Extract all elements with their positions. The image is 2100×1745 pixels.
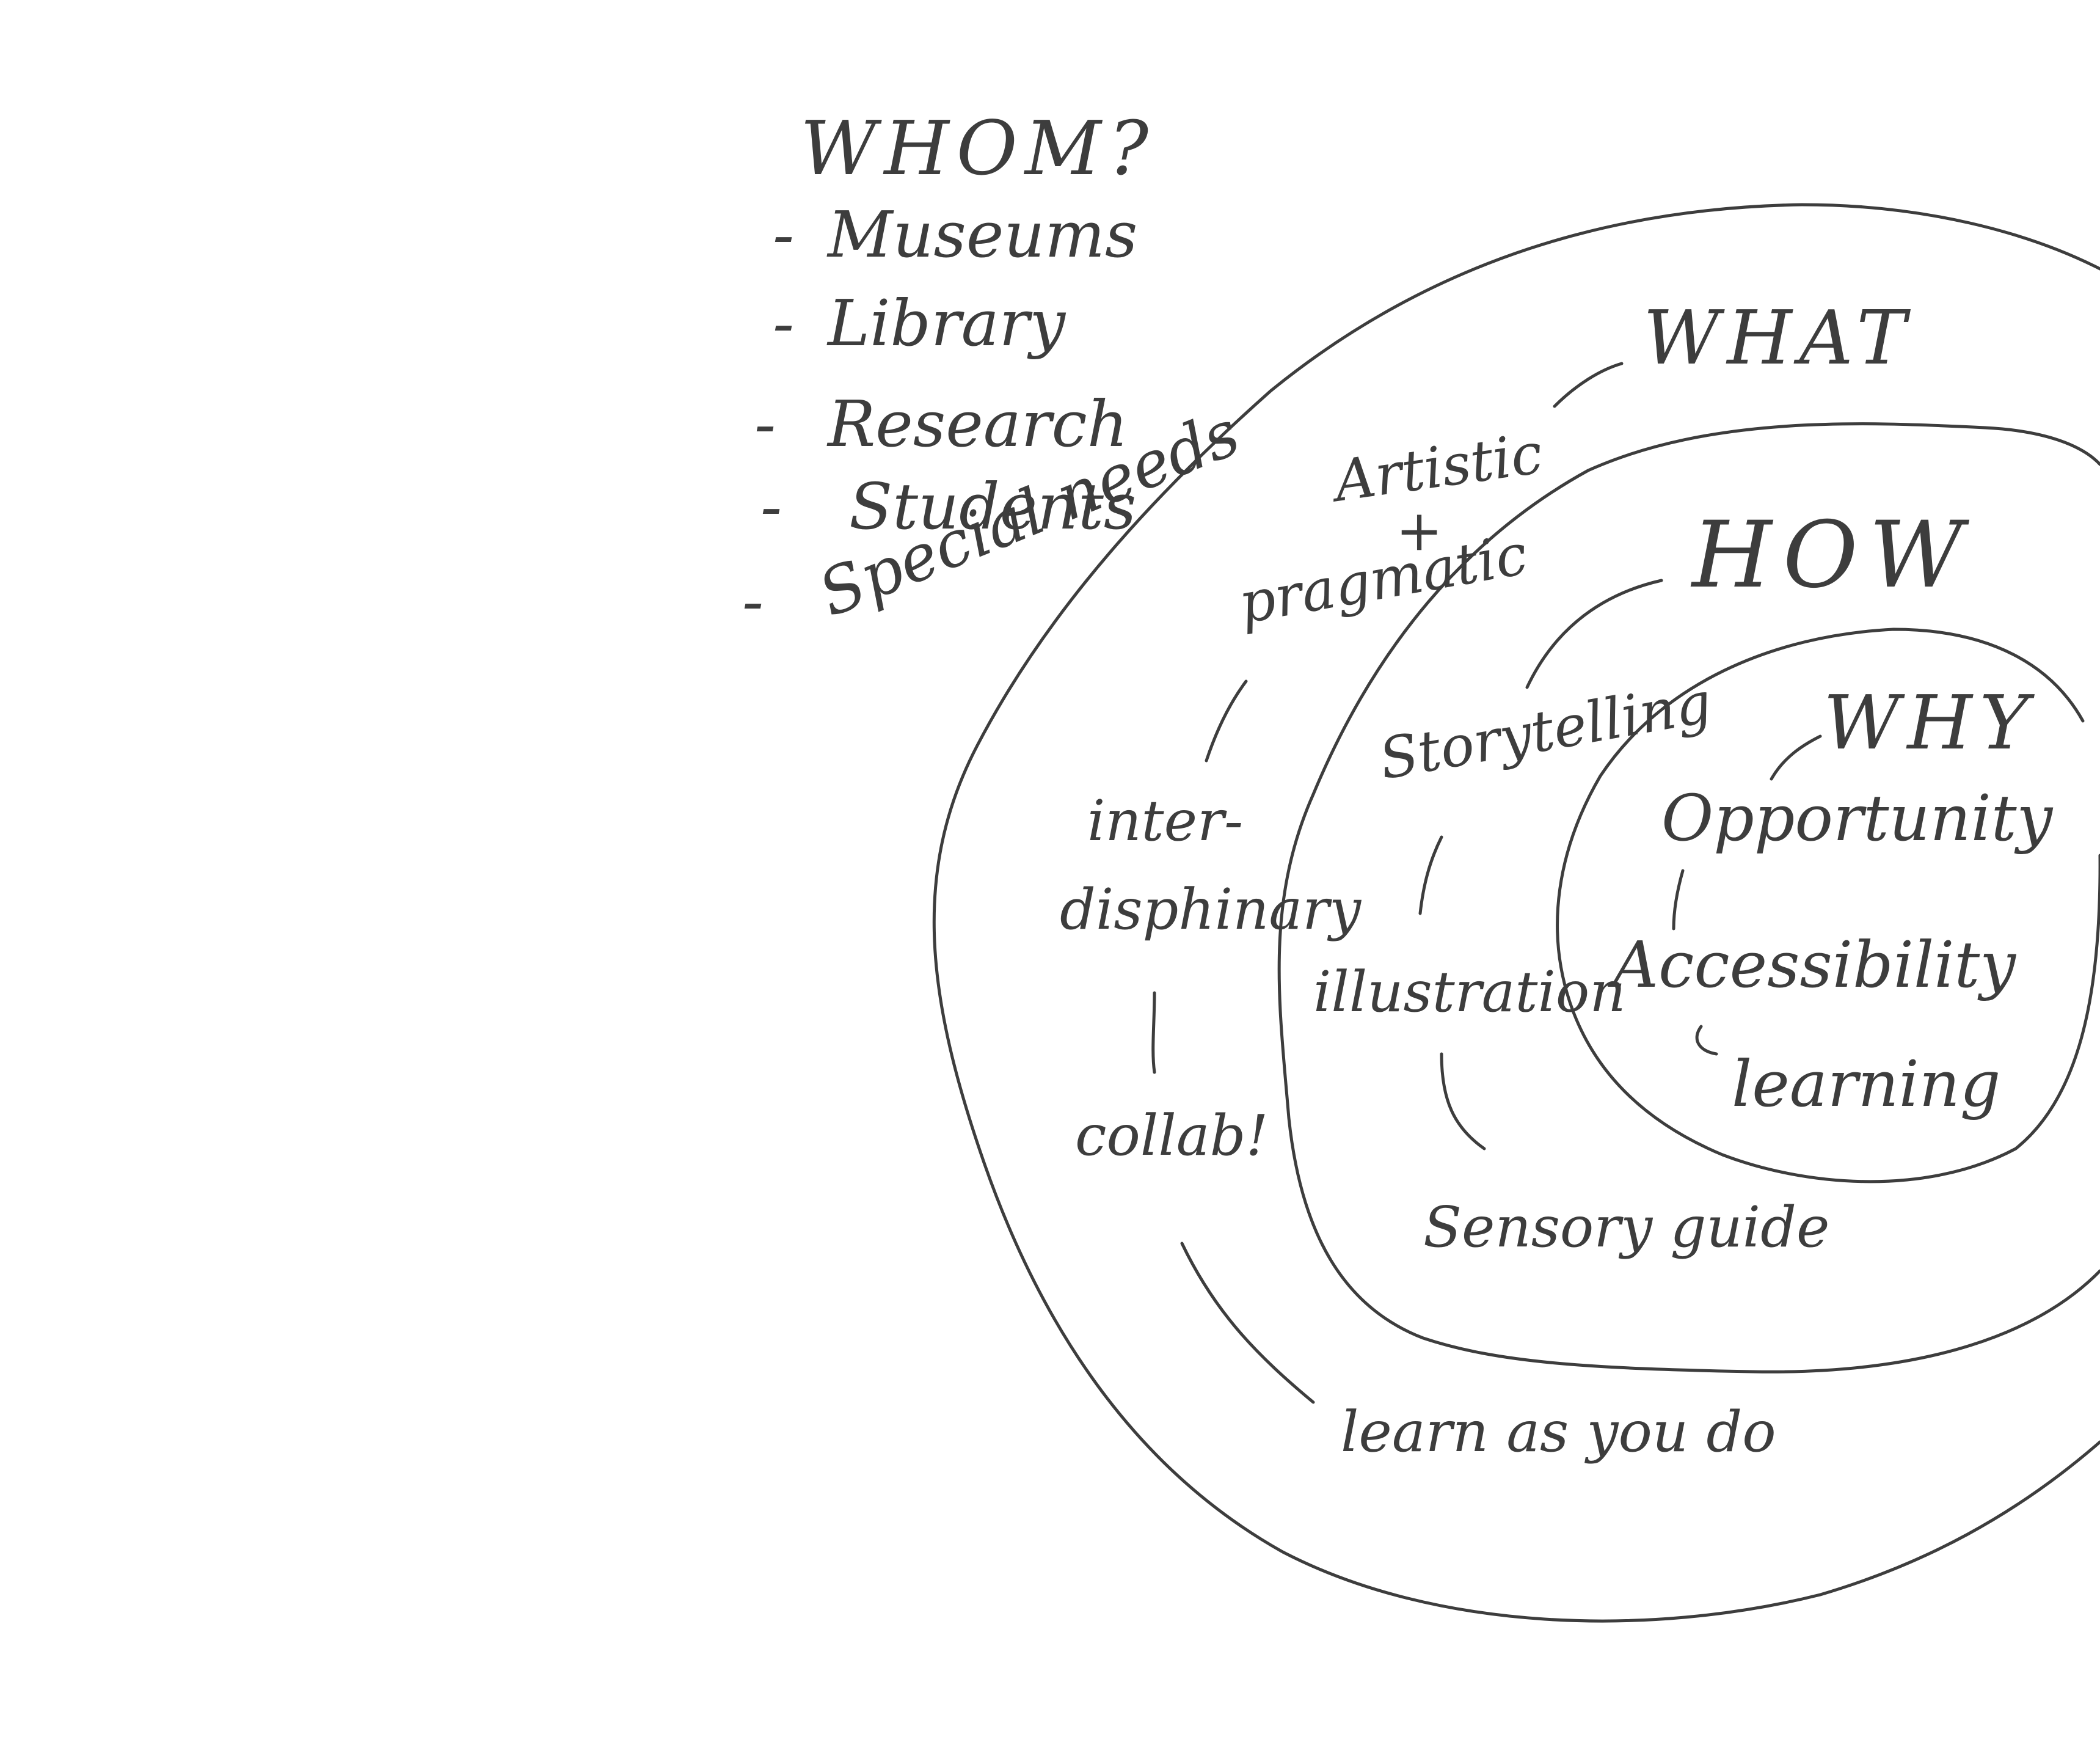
what-tick-2 <box>1151 991 1156 1074</box>
what-item-disciplinary: disphinary <box>1060 877 1362 942</box>
why-item-accessibility: Accessibility <box>1608 927 2016 1002</box>
why-hook <box>1695 1025 1718 1056</box>
how-item-sensory-guide: Sensory guide <box>1423 1194 1829 1260</box>
outer-ring-what <box>932 203 2100 1623</box>
why-tick-1 <box>1672 869 1685 931</box>
whom-title: WHOM? <box>800 105 1156 192</box>
whom-item-students: Students <box>849 469 1136 544</box>
what-item-learn-as-you-do: learn as you do <box>1341 1399 1776 1465</box>
whom-bullet-4: - <box>760 469 782 544</box>
why-title: WHY <box>1823 679 2036 766</box>
how-arc-bottom <box>1440 1052 1486 1151</box>
inner-ring-why <box>1556 627 2100 1183</box>
what-title: WHAT <box>1643 294 1914 381</box>
what-tick-1 <box>1205 679 1248 763</box>
what-item-inter: inter- <box>1087 788 1243 854</box>
how-item-storytelling: Storytelling <box>1374 670 1716 792</box>
how-tick-1 <box>1418 835 1443 915</box>
why-item-opportunity: Opportunity <box>1661 781 2054 855</box>
whom-bullet-3: - <box>754 387 776 461</box>
what-arc-bottom <box>1180 1242 1315 1404</box>
whom-item-library: Library <box>826 286 1066 360</box>
how-connector <box>1525 579 1663 689</box>
middle-ring-how <box>1277 422 2100 1374</box>
how-title: HOW <box>1690 502 1974 609</box>
what-item-collab: collab! <box>1075 1103 1268 1168</box>
what-item-plus: + <box>1396 498 1443 563</box>
whom-bullet-1: - <box>773 197 794 272</box>
what-connector <box>1553 362 1624 408</box>
how-item-illustration: illustration <box>1313 959 1626 1025</box>
whom-item-research: Research <box>826 387 1128 461</box>
why-item-learning: learning <box>1732 1047 2000 1121</box>
why-connector <box>1770 734 1822 781</box>
whom-bullet-5: - <box>742 564 764 638</box>
whom-bullet-2: - <box>773 286 794 360</box>
whom-item-museums: Museums <box>826 197 1137 272</box>
what-item-pragmatic: pragmatic <box>1234 522 1532 637</box>
